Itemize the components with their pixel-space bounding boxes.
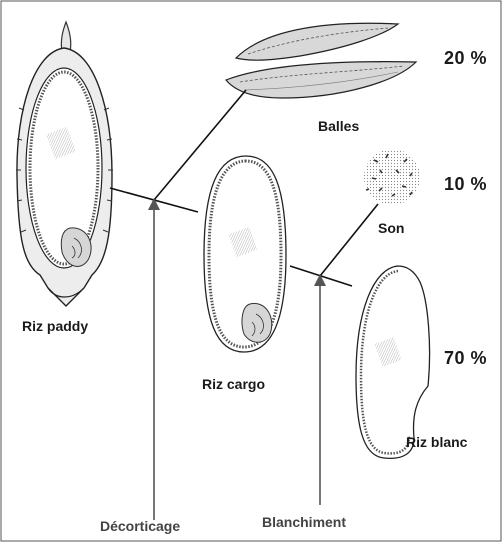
riz-blanc-grain: [356, 266, 430, 458]
son-percentage: 10 %: [444, 174, 487, 195]
riz-paddy-label: Riz paddy: [22, 318, 88, 334]
riz-blanc-label: Riz blanc: [406, 434, 467, 450]
blanchiment-label: Blanchiment: [262, 514, 346, 530]
son-bran: [364, 149, 420, 205]
riz-blanc-percentage: 70 %: [444, 348, 487, 369]
son-label: Son: [378, 220, 404, 236]
riz-paddy-grain: [16, 22, 113, 306]
balles-label: Balles: [318, 118, 359, 134]
balles-percentage: 20 %: [444, 48, 487, 69]
riz-cargo-label: Riz cargo: [202, 376, 265, 392]
riz-cargo-grain: [204, 156, 286, 352]
decorticage-label: Décorticage: [100, 518, 180, 534]
balles-husks: [226, 23, 416, 98]
